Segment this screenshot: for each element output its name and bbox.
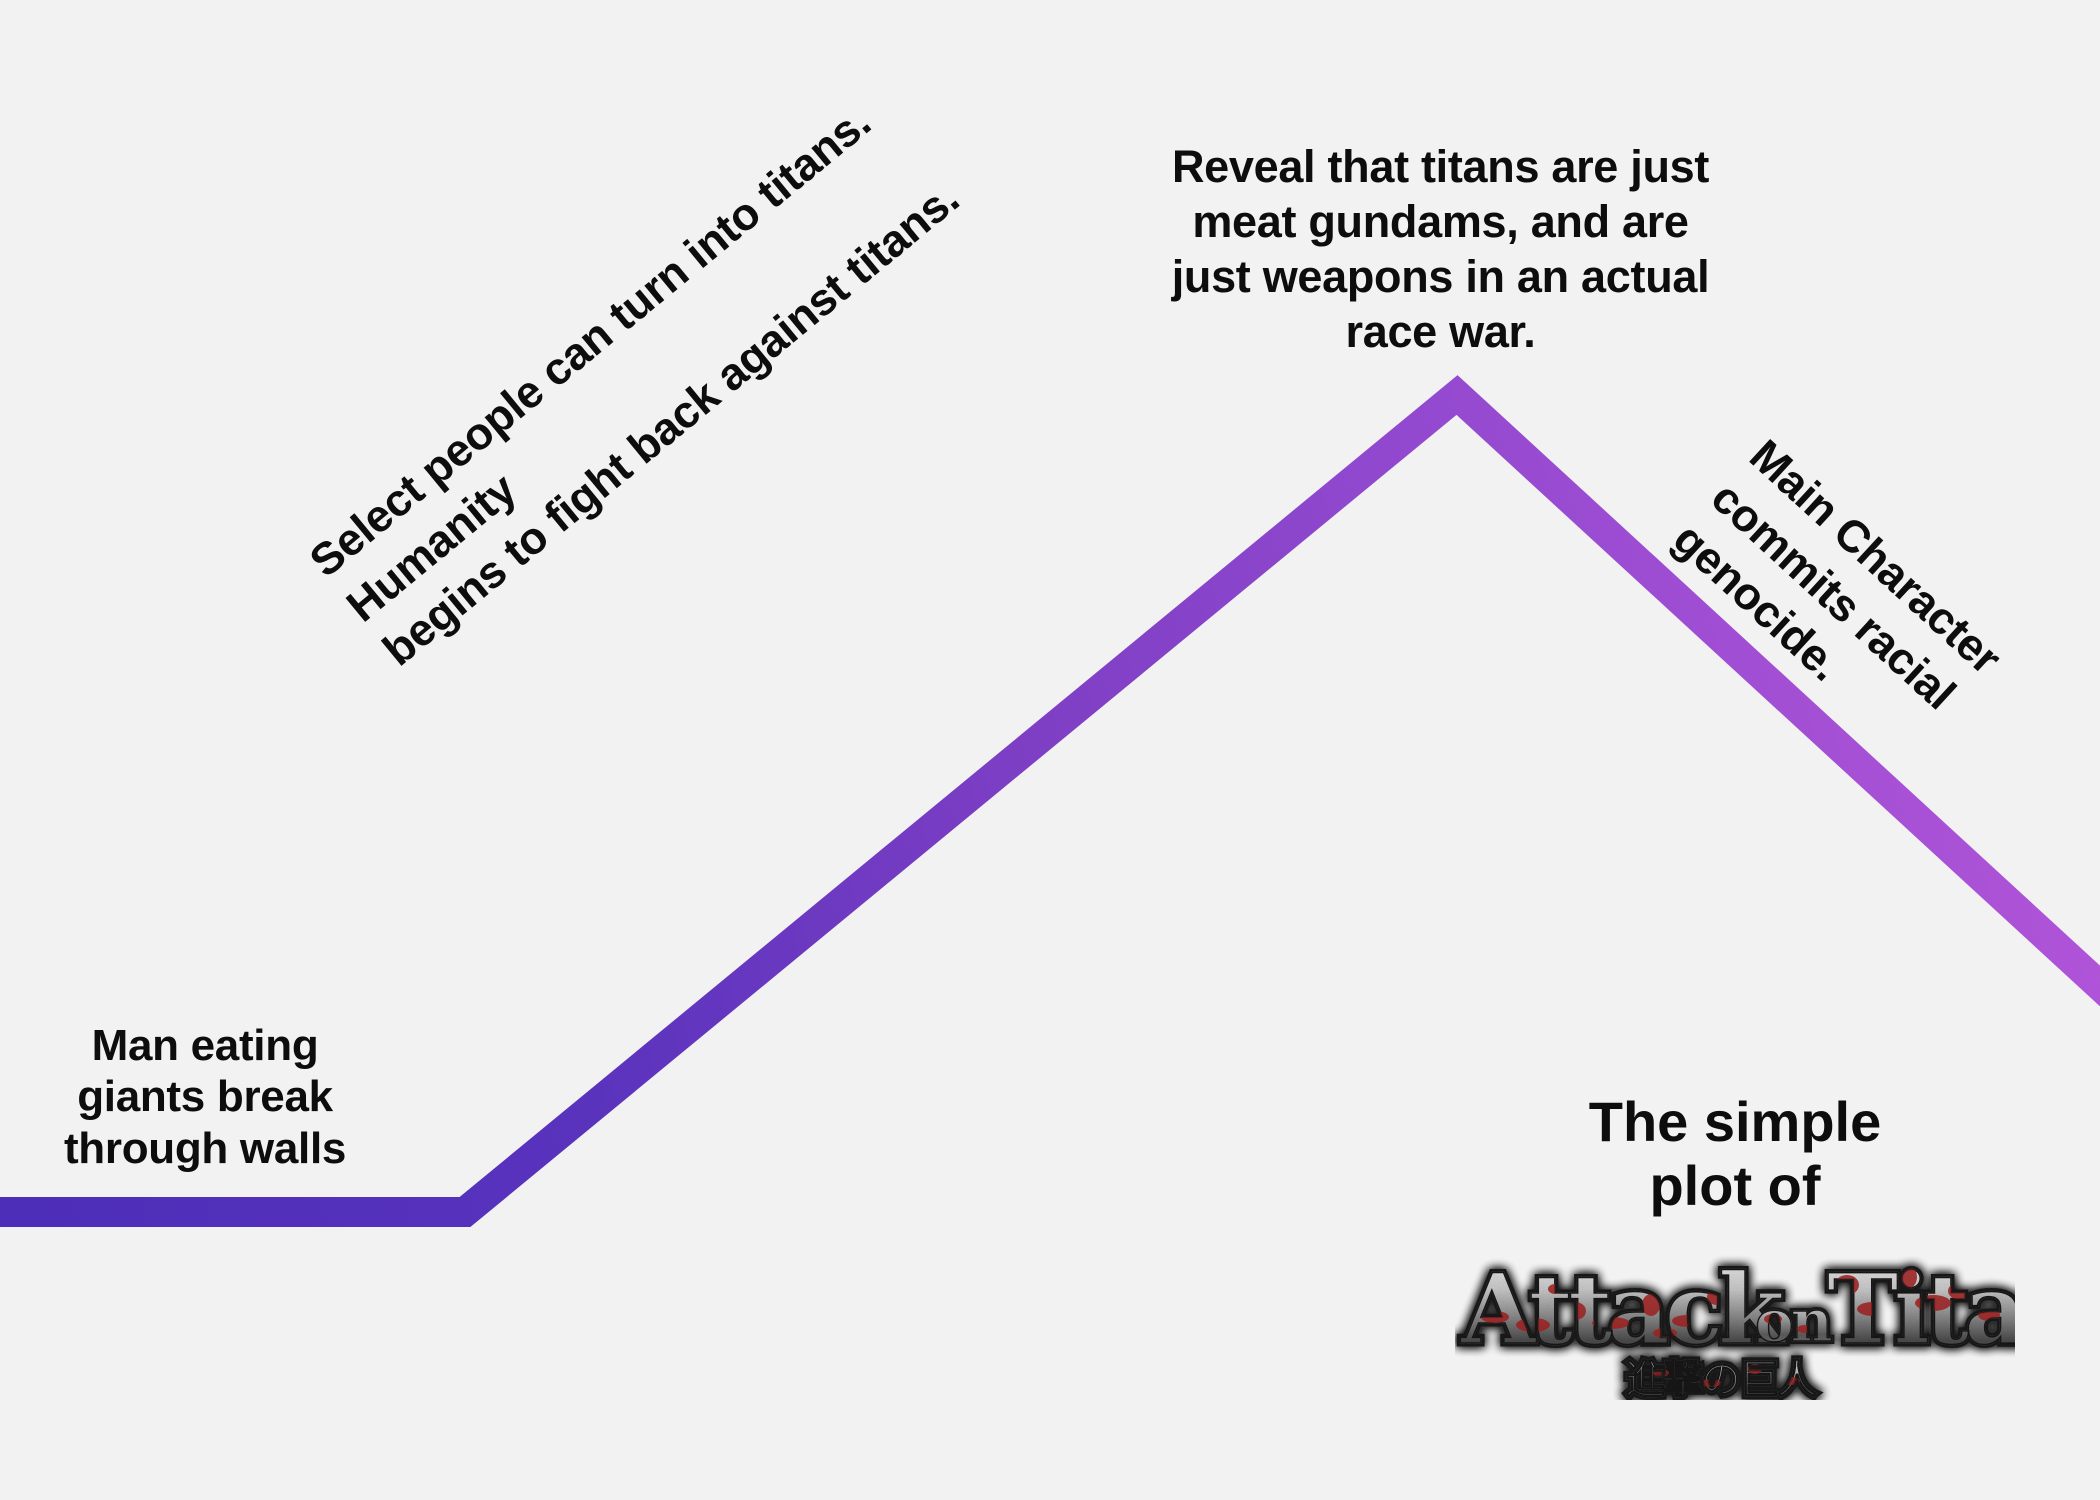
logo-subtitle-blood bbox=[1653, 1364, 1800, 1387]
svg-text:Attack: Attack bbox=[1460, 1253, 1787, 1366]
svg-text:on: on bbox=[1755, 1287, 1832, 1355]
logo-artwork: Attack on Titan 進撃の巨人 Attack on Titan 進撃… bbox=[1457, 1250, 2016, 1401]
annotation-climax: Reveal that titans are just meat gundams… bbox=[1171, 141, 1710, 357]
page-title: The simple plot of bbox=[1588, 1090, 1882, 1217]
attack-on-titan-logo: Attack on Titan 進撃の巨人 Attack on Titan 進撃… bbox=[1455, 1245, 2016, 1401]
annotation-exposition: Man eating giants break through walls bbox=[63, 1021, 347, 1173]
svg-text:Attack: Attack bbox=[1460, 1253, 1787, 1366]
plot-polyline bbox=[0, 375, 2100, 1227]
logo-wordmark: Attack on Titan bbox=[1459, 1252, 2015, 1367]
logo-blood-splatter bbox=[1481, 1265, 2000, 1338]
svg-text:on: on bbox=[1755, 1287, 1832, 1355]
